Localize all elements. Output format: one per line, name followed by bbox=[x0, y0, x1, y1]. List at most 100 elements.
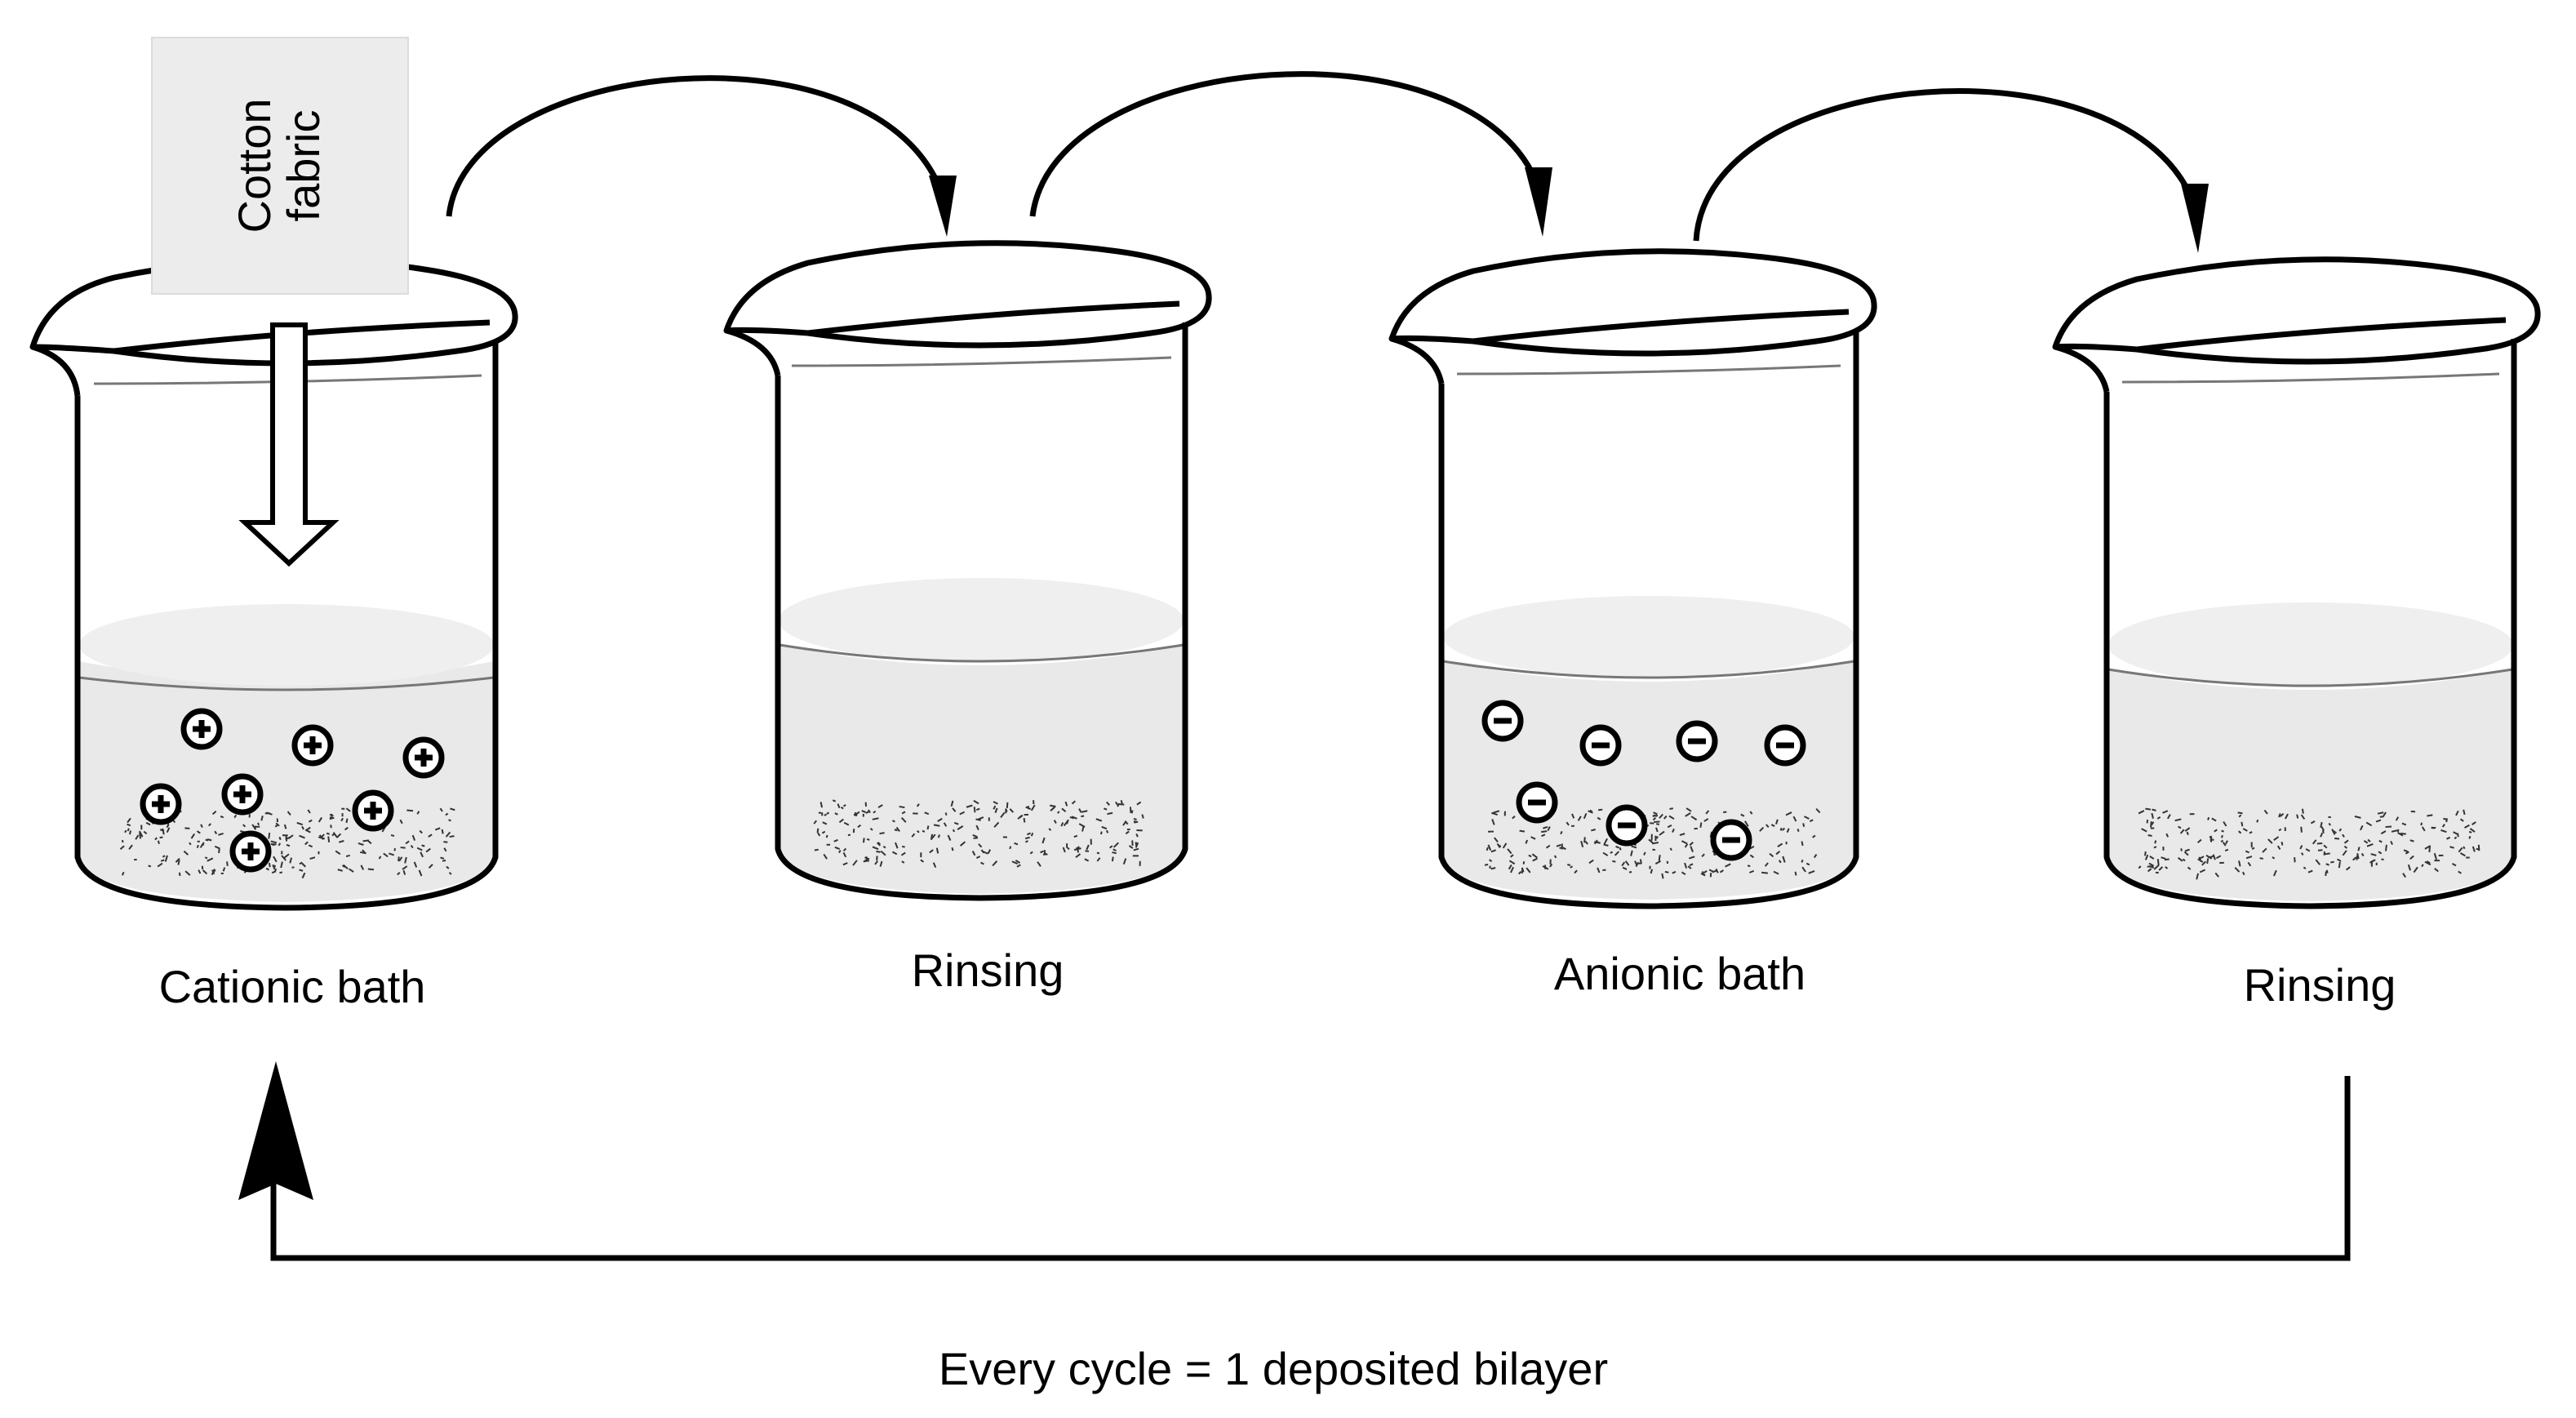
sediment-speck bbox=[1133, 817, 1137, 821]
sediment-speck bbox=[1765, 824, 1770, 829]
sediment-speck bbox=[421, 844, 425, 847]
sediment-speck bbox=[2455, 810, 2459, 816]
sediment-speck bbox=[823, 853, 828, 860]
sediment-speck bbox=[2330, 860, 2334, 864]
sediment-speck bbox=[2259, 857, 2263, 860]
sediment-speck bbox=[402, 865, 408, 870]
beaker-label-anionic: Anionic bath bbox=[1554, 948, 1805, 999]
sediment-speck bbox=[1000, 811, 1006, 818]
sediment-speck bbox=[268, 862, 271, 868]
sediment-speck bbox=[1060, 822, 1064, 827]
sediment-speck bbox=[1648, 838, 1654, 844]
beaker-rinsing-1 bbox=[723, 240, 1212, 901]
sediment-speck bbox=[1591, 829, 1597, 832]
sediment-speck bbox=[2385, 825, 2392, 829]
sediment-speck bbox=[1545, 844, 1551, 849]
sediment-speck bbox=[1081, 825, 1085, 832]
sediment-speck bbox=[1549, 863, 1553, 868]
sediment-speck bbox=[1071, 816, 1077, 820]
sediment-speck bbox=[1655, 836, 1659, 839]
sediment-speck bbox=[1650, 869, 1654, 874]
sediment-speck bbox=[814, 848, 819, 851]
sediment-speck bbox=[1487, 844, 1492, 851]
sediment-speck bbox=[1794, 871, 1797, 876]
sediment-speck bbox=[1061, 807, 1067, 813]
sediment-speck bbox=[843, 821, 850, 826]
sediment-speck bbox=[838, 818, 844, 824]
sediment-speck bbox=[304, 841, 309, 846]
sediment-speck bbox=[1584, 840, 1588, 845]
sediment-speck bbox=[309, 856, 316, 860]
sediment-speck bbox=[1679, 833, 1686, 837]
sediment-speck bbox=[2324, 852, 2330, 856]
immersion-arrow bbox=[238, 322, 340, 567]
sediment-speck bbox=[987, 849, 992, 855]
sediment-speck bbox=[326, 832, 331, 835]
sediment-speck bbox=[1588, 859, 1594, 865]
sediment-speck bbox=[2141, 828, 2147, 833]
sediment-speck bbox=[1684, 843, 1689, 848]
sediment-speck bbox=[1786, 828, 1790, 833]
sediment-speck bbox=[959, 841, 966, 847]
sediment-speck bbox=[129, 830, 132, 835]
sediment-speck bbox=[894, 829, 898, 832]
sediment-speck bbox=[2234, 866, 2241, 873]
sediment-speck bbox=[857, 824, 862, 829]
sediment-speck bbox=[1019, 814, 1024, 819]
sediment-speck bbox=[1699, 822, 1703, 828]
sediment-speck bbox=[2320, 821, 2323, 828]
sediment-speck bbox=[947, 834, 952, 841]
sediment-speck bbox=[1655, 827, 1659, 833]
sediment-speck bbox=[329, 813, 334, 817]
sediment-speck bbox=[154, 837, 158, 841]
sediment-speck bbox=[2337, 858, 2342, 862]
sediment-speck bbox=[1785, 811, 1792, 816]
sediment-speck bbox=[445, 831, 451, 838]
sediment-speck bbox=[2454, 836, 2458, 840]
sediment-speck bbox=[813, 820, 818, 825]
sediment-speck bbox=[2165, 866, 2169, 869]
sediment-speck bbox=[445, 812, 449, 816]
cation-symbol bbox=[402, 736, 445, 779]
sediment-speck bbox=[2184, 848, 2190, 852]
sediment-speck bbox=[332, 832, 338, 838]
sediment-speck bbox=[1531, 853, 1538, 859]
sediment-speck bbox=[2357, 847, 2361, 851]
sediment-speck bbox=[301, 872, 306, 879]
sediment-speck bbox=[1016, 864, 1021, 868]
sediment-speck bbox=[2272, 869, 2277, 877]
sediment-speck bbox=[1775, 819, 1779, 825]
sediment-speck bbox=[127, 823, 131, 827]
sediment-speck bbox=[2468, 830, 2472, 833]
sediment-speck bbox=[439, 807, 443, 812]
sediment-speck bbox=[2303, 866, 2307, 869]
cation-symbol bbox=[352, 789, 394, 832]
sediment-speck bbox=[450, 807, 455, 811]
sediment-speck bbox=[876, 850, 881, 853]
sediment-speck bbox=[1804, 816, 1810, 820]
sediment-speck bbox=[826, 811, 830, 815]
sediment-speck bbox=[214, 830, 218, 834]
sediment-speck bbox=[257, 822, 260, 826]
sediment-speck bbox=[1532, 857, 1538, 862]
sediment-speck bbox=[2382, 811, 2387, 818]
sediment-speck bbox=[1005, 808, 1008, 812]
sediment-speck bbox=[198, 869, 202, 874]
sediment-speck bbox=[419, 829, 423, 834]
sediment-speck bbox=[1507, 848, 1512, 855]
sediment-speck bbox=[299, 869, 304, 872]
sediment-speck bbox=[2366, 843, 2374, 847]
sediment-speck bbox=[966, 804, 973, 808]
sediment-speck bbox=[2463, 846, 2466, 850]
sediment-speck bbox=[1805, 862, 1810, 866]
sediment-speck bbox=[1725, 863, 1731, 868]
sediment-speck bbox=[2375, 819, 2382, 823]
sediment-speck bbox=[1109, 845, 1113, 849]
sediment-speck bbox=[2409, 855, 2414, 860]
sediment-speck bbox=[852, 860, 858, 866]
sediment-speck bbox=[265, 811, 273, 816]
anion-symbol bbox=[1481, 700, 1524, 742]
sediment-speck bbox=[1124, 820, 1129, 825]
sediment-speck bbox=[1128, 845, 1134, 849]
sediment-speck bbox=[2224, 848, 2229, 851]
